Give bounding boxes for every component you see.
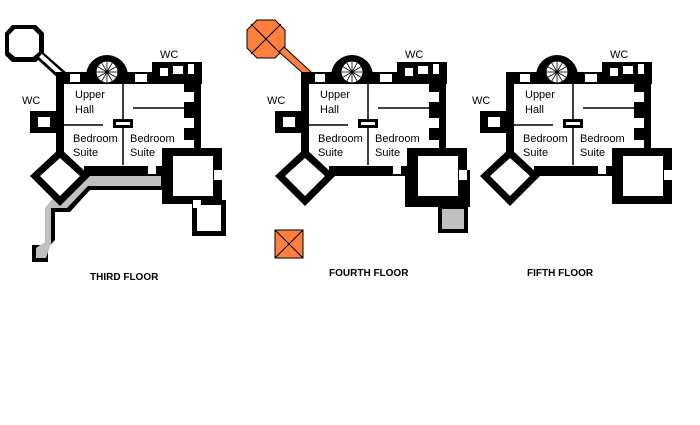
floor-title-third: THIRD FLOOR [90,272,159,283]
room-label-wc: WC [160,49,179,61]
highlighted-square-room [274,229,304,259]
room-label-upper-hall: Hall [525,104,544,116]
diamond-tower [480,148,540,206]
square-tower [407,148,467,204]
wc-left-block [480,111,508,133]
room-label-bedroom-suite-right: Suite [580,147,606,159]
wc-top-block [397,62,447,84]
room-label-wc: WC [610,49,629,61]
spiral-stair-turret [331,55,373,84]
room-label-wc: WC [22,95,41,107]
room-label-bedroom-suite-left: Bedroom [523,133,568,145]
wc-top-block [602,62,652,84]
room-label-wc: WC [472,95,491,107]
room-label-bedroom-suite-left: Bedroom [318,133,363,145]
room-label-bedroom-suite-left: Suite [318,147,344,159]
diamond-tower [275,148,335,206]
spiral-stair-turret [536,55,578,84]
room-label-bedroom-suite-left: Suite [73,147,99,159]
floor-title-fourth: FOURTH FLOOR [329,268,409,279]
room-label-wc: WC [405,49,424,61]
room-label-wc: WC [267,95,286,107]
wc-top-block [152,62,202,84]
room-label-upper-hall: Upper [320,89,350,101]
diamond-tower [30,148,90,206]
room-label-bedroom-suite-left: Bedroom [73,133,118,145]
room-label-bedroom-suite-left: Suite [523,147,549,159]
gray-annex [438,205,468,233]
spiral-stair-turret [86,55,128,84]
highlighted-passage [278,46,312,77]
room-label-upper-hall: Upper [525,89,555,101]
wc-left-block [30,111,58,133]
octagon-turret-room [5,25,44,62]
room-label-bedroom-suite-right: Bedroom [375,133,420,145]
room-label-upper-hall: Hall [75,104,94,116]
room-label-upper-hall: Hall [320,104,339,116]
room-label-bedroom-suite-right: Bedroom [580,133,625,145]
room-label-bedroom-suite-right: Bedroom [130,133,175,145]
room-label-upper-hall: Upper [75,89,105,101]
floor-title-fifth: FIFTH FLOOR [527,268,594,279]
room-label-bedroom-suite-right: Suite [375,147,401,159]
highlighted-octagon-turret [246,19,286,59]
square-tower [162,148,222,204]
square-tower [612,148,672,204]
room-label-bedroom-suite-right: Suite [130,147,156,159]
wc-left-block [275,111,303,133]
